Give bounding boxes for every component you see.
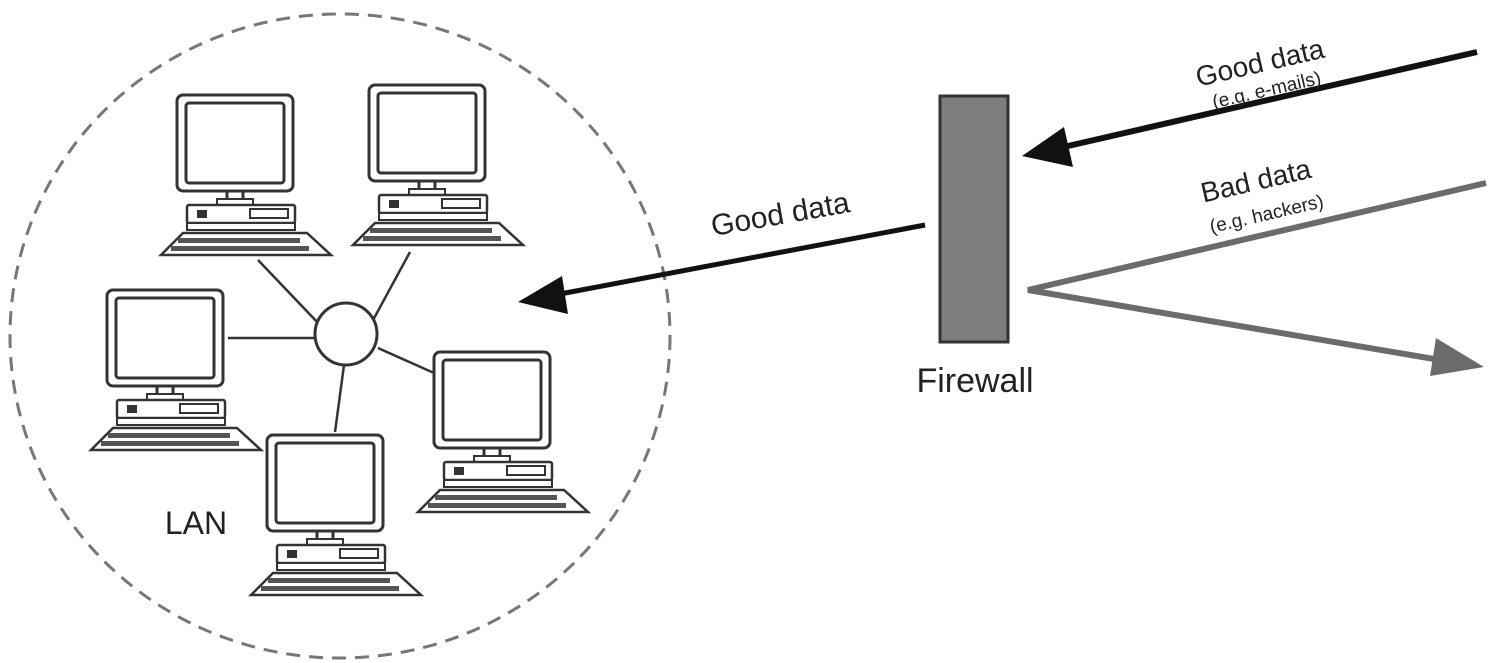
lan-label: LAN (165, 505, 227, 541)
lan-computer (159, 93, 333, 257)
lan-computer (89, 288, 263, 452)
incoming-good-data-arrow (1067, 49, 1478, 149)
lan-connections (228, 251, 435, 433)
lan-boundary (8, 12, 672, 660)
bad-data-deflected-arrow (1027, 180, 1487, 363)
good-data-to-lan-arrowhead (518, 276, 568, 314)
lan-computer (416, 350, 590, 514)
incoming-good-data-arrowhead (1022, 127, 1073, 167)
bad-data-deflected-arrowhead (1430, 338, 1484, 376)
firewall-block (938, 94, 1010, 344)
lan-computer (249, 433, 423, 597)
lan-computer (351, 83, 525, 247)
firewall-label: Firewall (916, 362, 1033, 400)
good-data-to-lan-arrow (559, 222, 926, 297)
good-data-inside-label: Good data (708, 186, 852, 243)
network-hub (313, 301, 379, 367)
